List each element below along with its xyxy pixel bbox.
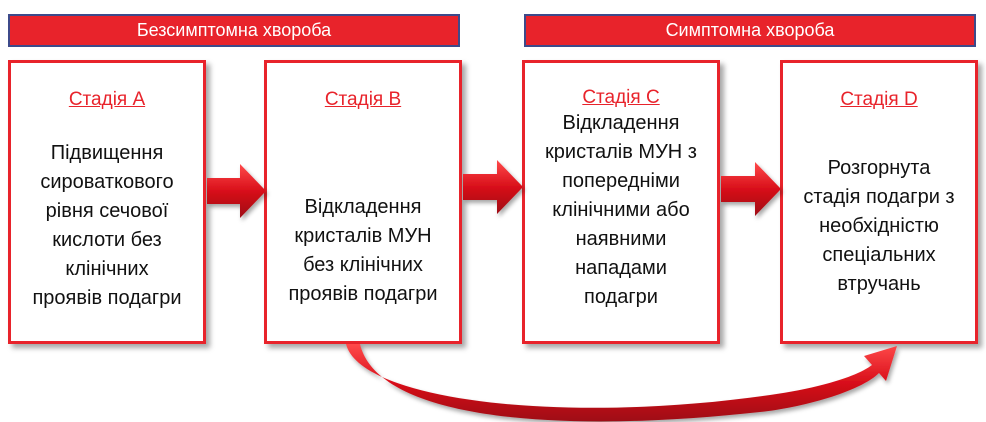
stage-c-line: подагри xyxy=(584,286,658,308)
stage-d-line: втручань xyxy=(837,272,921,295)
asymptomatic-disease-label: Безсимптомна хвороба xyxy=(136,20,332,40)
stage-d-line: спеціальних xyxy=(822,243,936,266)
stage-c-line: наявними xyxy=(575,228,667,250)
stage-c-line: нападами xyxy=(575,257,667,279)
stage-a-line: кислоти без xyxy=(52,229,162,251)
stage-c-line: кристалів МУН з xyxy=(545,141,697,163)
stage-d-box: Стадія D Розгорнута стадія подагри з нео… xyxy=(780,60,978,344)
arrow-right-icon xyxy=(721,162,781,216)
stage-b-line: Відкладення xyxy=(304,196,422,218)
stage-c-title: Стадія С xyxy=(582,87,660,108)
stage-a-line: сироваткового xyxy=(40,171,174,193)
stage-d-line: необхідністю xyxy=(819,214,939,237)
stage-a-description: Підвищення сироваткового рівня сечової к… xyxy=(11,111,203,341)
arrow-right-icon xyxy=(463,160,523,214)
stage-a-box: Стадія А Підвищення сироваткового рівня … xyxy=(8,60,206,344)
stage-a-line: рівня сечової xyxy=(45,200,169,222)
stage-d-line: Розгорнута xyxy=(827,156,931,179)
stage-c-box: Стадія С Відкладення кристалів МУН з поп… xyxy=(522,60,720,344)
symptomatic-disease-label: Симптомна хвороба xyxy=(665,20,835,40)
stage-b-box: Стадія В Відкладення кристалів МУН без к… xyxy=(264,60,462,344)
stage-d-title: Стадія D xyxy=(840,89,918,110)
stage-c-line: клінічними або xyxy=(552,199,690,221)
asymptomatic-disease-banner: Безсимптомна хвороба xyxy=(8,14,460,47)
stage-a-line: проявів подагри xyxy=(32,287,182,309)
stage-b-title: Стадія В xyxy=(324,89,402,110)
stage-b-line: проявів подагри xyxy=(288,283,438,305)
stage-d-description: Розгорнута стадія подагри з необхідністю… xyxy=(783,111,975,341)
stage-b-line: кристалів МУН xyxy=(294,225,432,247)
curved-arrow-icon xyxy=(346,344,897,422)
stage-a-line: клінічних xyxy=(65,258,149,280)
arrow-right-icon xyxy=(207,164,266,218)
stage-a-line: Підвищення xyxy=(50,142,164,164)
symptomatic-disease-banner: Симптомна хвороба xyxy=(524,14,976,47)
stage-b-line: без клінічних xyxy=(303,254,423,276)
stage-c-line: Відкладення xyxy=(562,112,680,134)
stage-a-title: Стадія А xyxy=(68,89,146,110)
stage-b-description: Відкладення кристалів МУН без клінічних … xyxy=(267,111,459,341)
stage-d-line: стадія подагри з xyxy=(803,185,955,208)
stage-c-description: Відкладення кристалів МУН з попередніми … xyxy=(525,109,717,341)
stage-c-line: попередніми xyxy=(562,170,680,192)
